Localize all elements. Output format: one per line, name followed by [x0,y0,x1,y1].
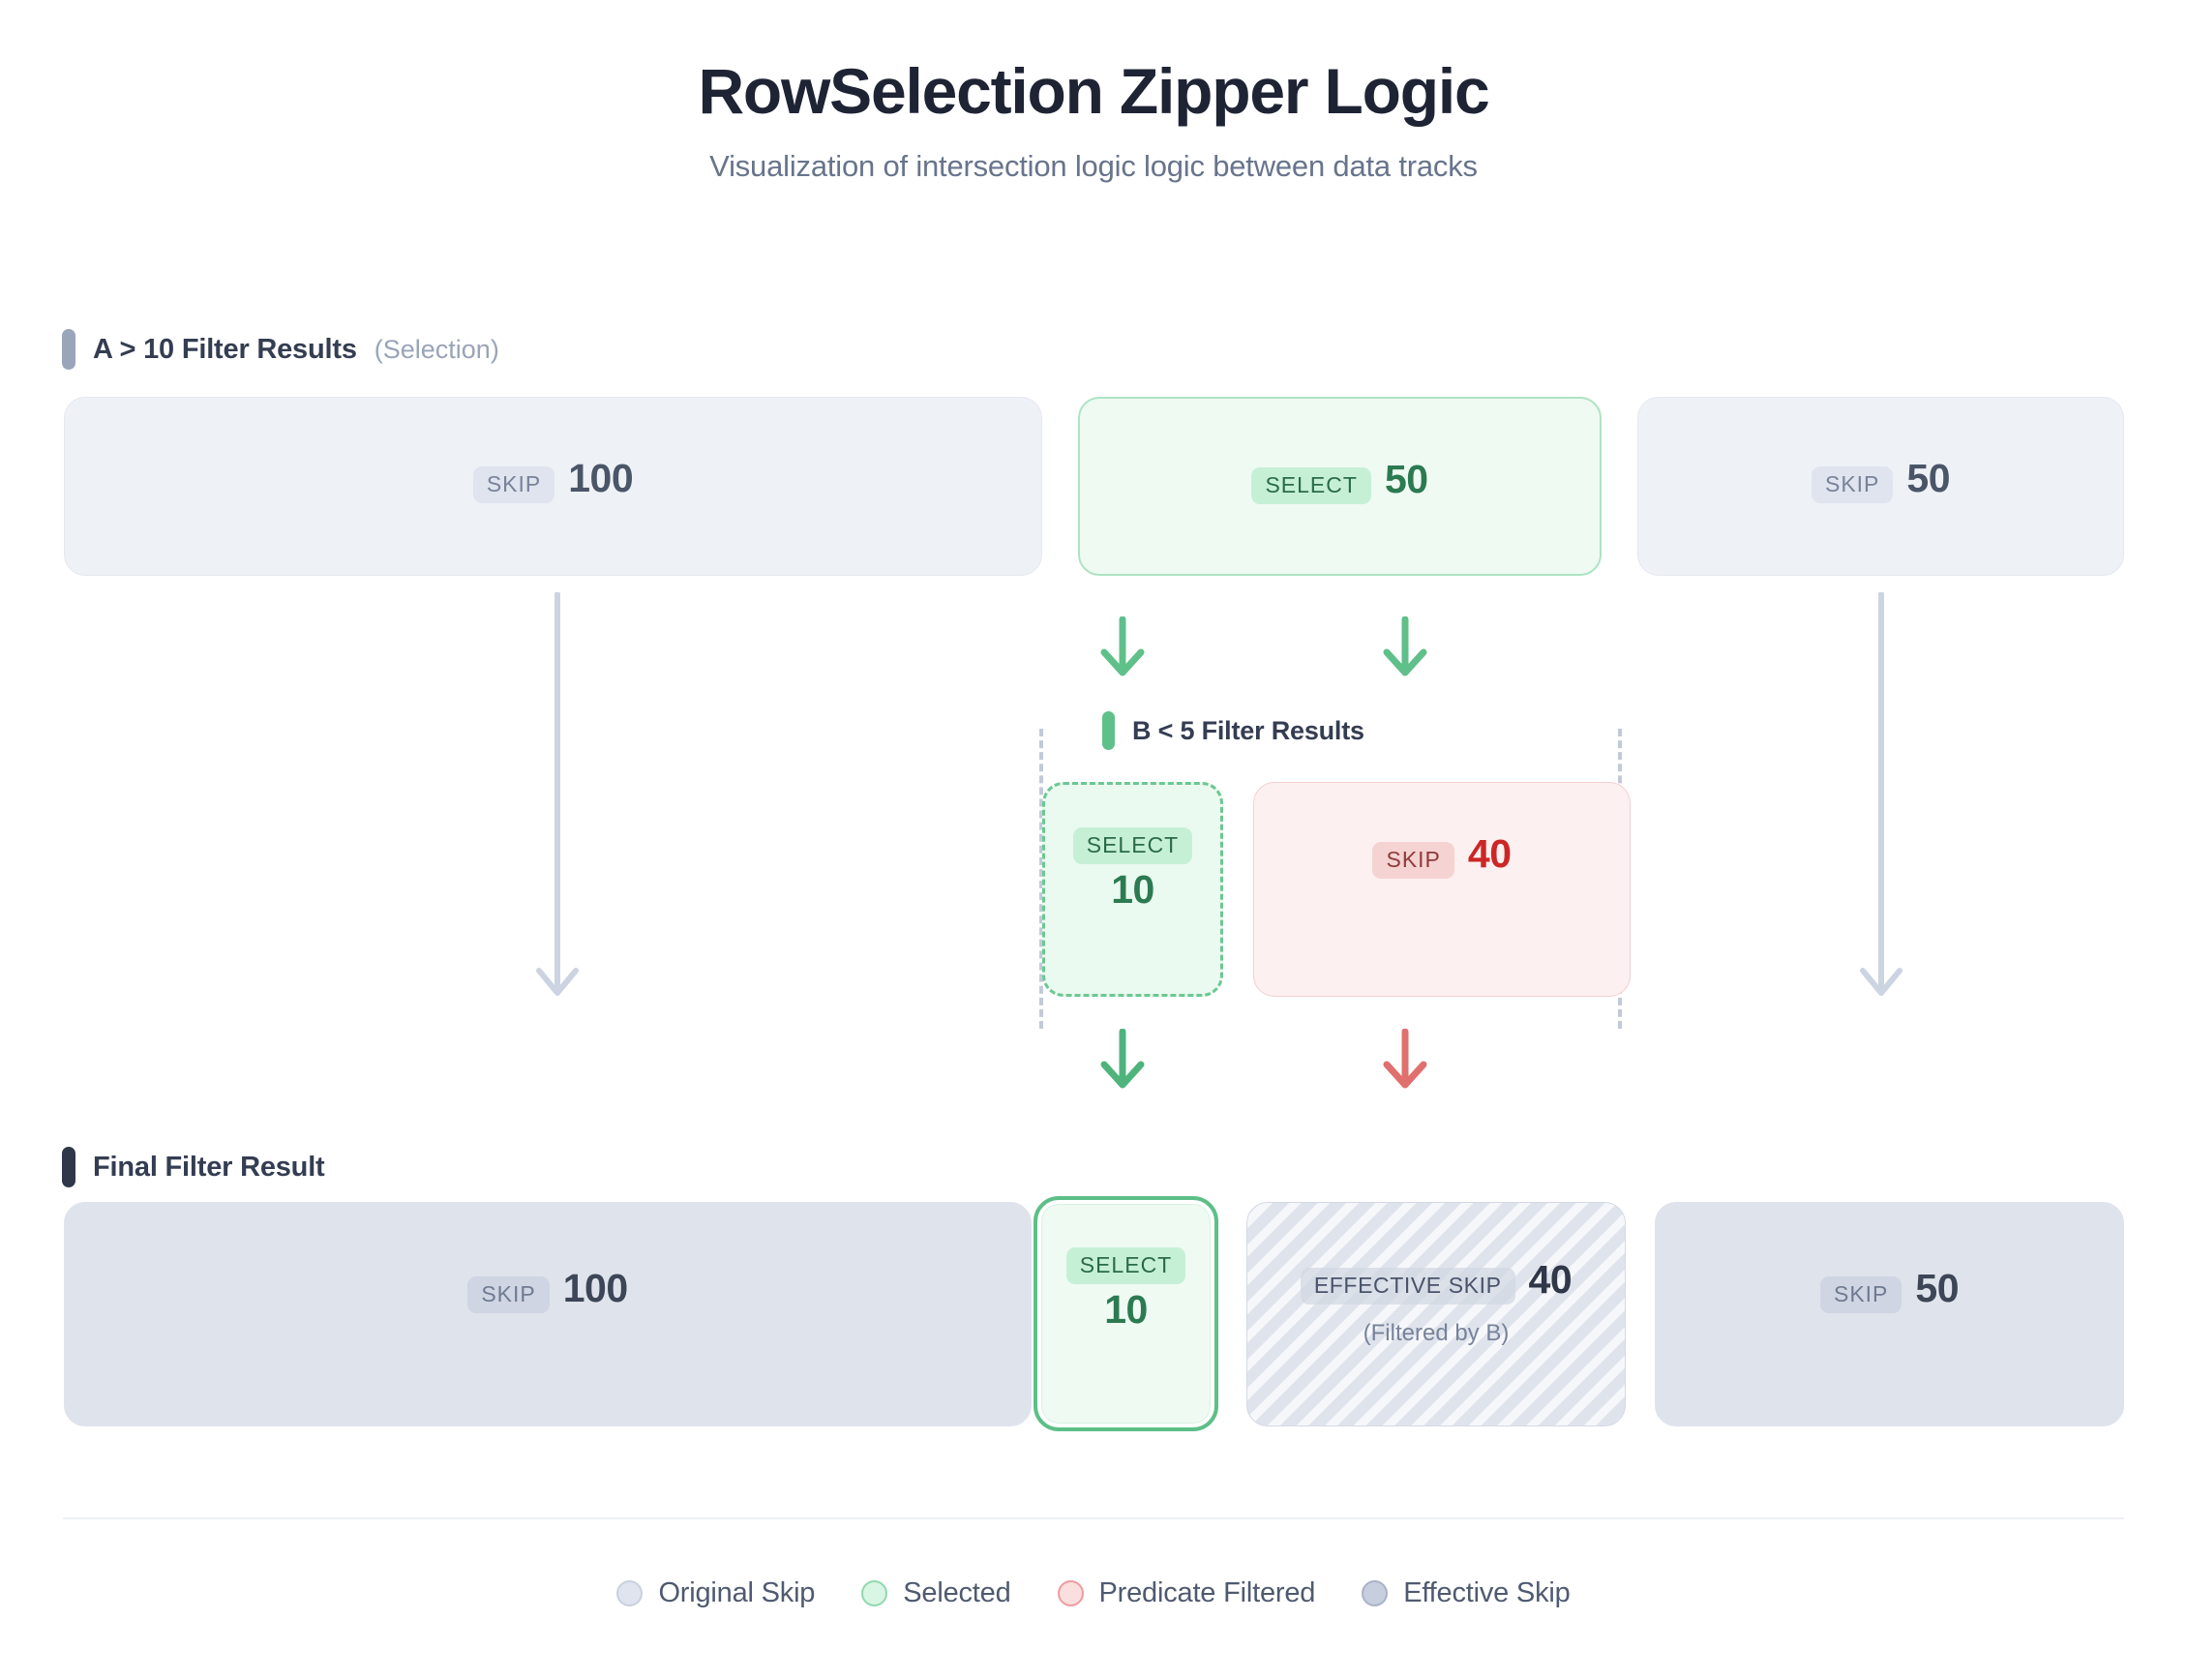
passthrough-arrow-right [1860,592,1902,996]
selection-block-skip-100[interactable]: SKIP 100 [64,397,1042,576]
select-down-arrow-b [1383,616,1427,676]
status-badge: SKIP [467,1276,550,1313]
legend-swatch-icon [861,1580,888,1606]
status-badge: SKIP [472,466,555,503]
legend-item-effective-skip: Effective Skip [1362,1577,1571,1609]
predicate-block-skip-40[interactable]: SKIP 40 [1253,782,1631,997]
legend-item-predicate-filtered: Predicate Filtered [1057,1577,1316,1609]
predicate-filtered-down-arrow [1383,1029,1427,1089]
row-count: 50 [1906,456,1951,500]
section-heading-predicate: B < 5 Filter Results [1102,711,1364,750]
status-badge: SELECT [1251,467,1371,504]
legend-divider [63,1517,2124,1519]
effective-skip-note: (Filtered by B) [1363,1320,1510,1346]
legend-swatch-icon [616,1580,644,1606]
passthrough-arrow-left [536,592,579,996]
page-title: RowSelection Zipper Logic [698,55,1489,127]
row-count: 40 [1467,831,1512,876]
section-label-final: Final Filter Result [93,1151,325,1183]
row-count: 100 [562,1266,628,1310]
row-count: 40 [1528,1257,1573,1302]
section-note-selection: (Selection) [374,334,499,364]
section-heading-final: Final Filter Result [62,1147,325,1187]
status-badge: SKIP [1819,1276,1902,1313]
status-badge: EFFECTIVE SKIP [1300,1268,1515,1305]
header: RowSelection Zipper Logic Visualization … [0,55,2187,184]
row-count: 10 [1111,867,1154,912]
select-down-arrow-a [1100,616,1145,676]
legend-item-selected: Selected [861,1577,1011,1609]
section-bar-predicate [1102,711,1115,750]
section-heading-selection: A > 10 Filter Results (Selection) [62,329,499,370]
status-badge: SELECT [1072,827,1193,864]
selection-block-skip-50[interactable]: SKIP 50 [1637,397,2124,576]
legend-label: Selected [903,1577,1011,1608]
legend-swatch-icon [1057,1580,1084,1606]
legend-label: Predicate Filtered [1098,1577,1316,1608]
legend-label: Original Skip [658,1577,816,1608]
section-label-predicate: B < 5 Filter Results [1132,715,1364,745]
status-badge: SKIP [1811,466,1894,503]
legend-item-original-skip: Original Skip [616,1577,815,1609]
final-block-effective-skip-40[interactable]: EFFECTIVE SKIP 40 (Filtered by B) [1246,1202,1626,1426]
legend-label: Effective Skip [1403,1577,1571,1608]
row-count: 50 [1384,457,1428,501]
row-count: 100 [568,456,634,500]
legend: Original Skip Selected Predicate Filtere… [0,1577,2187,1609]
predicate-block-select-10[interactable]: SELECT 10 [1042,782,1223,997]
section-bar-final [62,1147,75,1187]
final-block-skip-50[interactable]: SKIP 50 [1655,1202,2124,1426]
page-subtitle: Visualization of intersection logic logi… [709,148,1478,183]
status-badge: SELECT [1065,1247,1186,1284]
row-count: 10 [1104,1287,1148,1332]
final-block-skip-100[interactable]: SKIP 100 [64,1202,1032,1426]
final-block-select-10[interactable]: SELECT 10 [1034,1196,1218,1431]
row-count: 50 [1915,1266,1960,1310]
status-badge: SKIP [1372,842,1454,879]
section-bar-selection [62,329,75,370]
predicate-select-down-arrow [1100,1029,1145,1089]
section-label-selection: A > 10 Filter Results [93,333,357,365]
predicate-guide-left [1039,729,1043,1029]
legend-swatch-icon [1362,1580,1389,1606]
selection-block-select-50[interactable]: SELECT 50 [1078,397,1602,576]
